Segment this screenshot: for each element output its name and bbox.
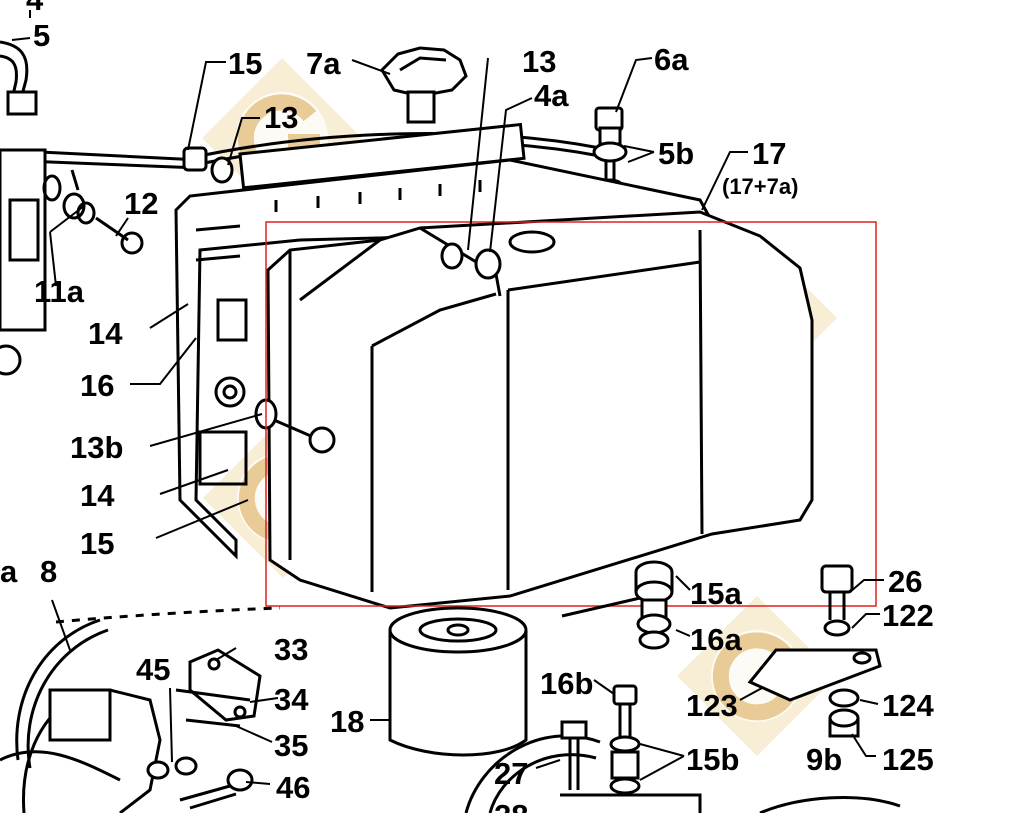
label-15b: 15b bbox=[686, 742, 739, 777]
label-46: 46 bbox=[276, 770, 310, 805]
label-4: 4 bbox=[26, 0, 44, 17]
label-16b: 16b bbox=[540, 666, 593, 701]
label-16: 16 bbox=[80, 368, 114, 403]
label-16a: 16a bbox=[690, 622, 742, 657]
label-7a: 7a bbox=[306, 46, 341, 81]
label-26: 26 bbox=[888, 564, 922, 599]
label-17: 17 bbox=[752, 136, 786, 171]
label-a: a bbox=[0, 554, 18, 589]
banjo-fitting bbox=[561, 560, 674, 650]
label-123: 123 bbox=[686, 688, 738, 723]
label-28: 28 bbox=[494, 798, 528, 813]
label-5: 5 bbox=[33, 18, 50, 53]
label-122: 122 bbox=[882, 598, 934, 633]
label-12: 12 bbox=[124, 186, 158, 221]
label-11a: 11a bbox=[34, 274, 85, 309]
label-8: 8 bbox=[40, 554, 57, 589]
label-18: 18 bbox=[330, 704, 364, 739]
label-5b: 5b bbox=[658, 136, 694, 171]
label-124: 124 bbox=[882, 688, 934, 723]
label-15-top: 15 bbox=[228, 46, 262, 81]
label-125: 125 bbox=[882, 742, 934, 777]
label-14-lower: 14 bbox=[80, 478, 115, 513]
label-17-sub: (17+7a) bbox=[722, 174, 798, 199]
label-35: 35 bbox=[274, 728, 308, 763]
fuel-tank bbox=[254, 210, 814, 610]
label-4a: 4a bbox=[534, 78, 569, 113]
fuel-injector-assembly bbox=[0, 40, 201, 376]
label-27: 27 bbox=[494, 756, 528, 791]
label-14-upper: 14 bbox=[88, 316, 123, 351]
part-labels: 4 5 15 7a 13 13 4a 6a 5b 17 (17+7a) 12 1… bbox=[0, 0, 934, 818]
fuel-filter bbox=[388, 606, 528, 757]
label-9b: 9b bbox=[806, 742, 842, 777]
label-45: 45 bbox=[136, 652, 170, 687]
label-13-left: 13 bbox=[264, 100, 298, 135]
label-33: 33 bbox=[274, 632, 308, 667]
partial-part-outline bbox=[759, 796, 901, 815]
label-13-right: 13 bbox=[522, 44, 556, 79]
leader-lines bbox=[11, 10, 884, 785]
strap-hardware bbox=[747, 564, 882, 738]
fuel-pump bbox=[0, 606, 281, 815]
label-6a: 6a bbox=[654, 42, 689, 77]
tank-support-frame bbox=[174, 122, 713, 560]
label-34: 34 bbox=[274, 682, 309, 717]
label-13b: 13b bbox=[70, 430, 123, 465]
label-15a: 15a bbox=[690, 576, 742, 611]
label-15-lower: 15 bbox=[80, 526, 114, 561]
filler-cap bbox=[380, 46, 468, 124]
filter-bolt-assembly bbox=[464, 684, 702, 814]
highlight-frame bbox=[265, 221, 877, 607]
